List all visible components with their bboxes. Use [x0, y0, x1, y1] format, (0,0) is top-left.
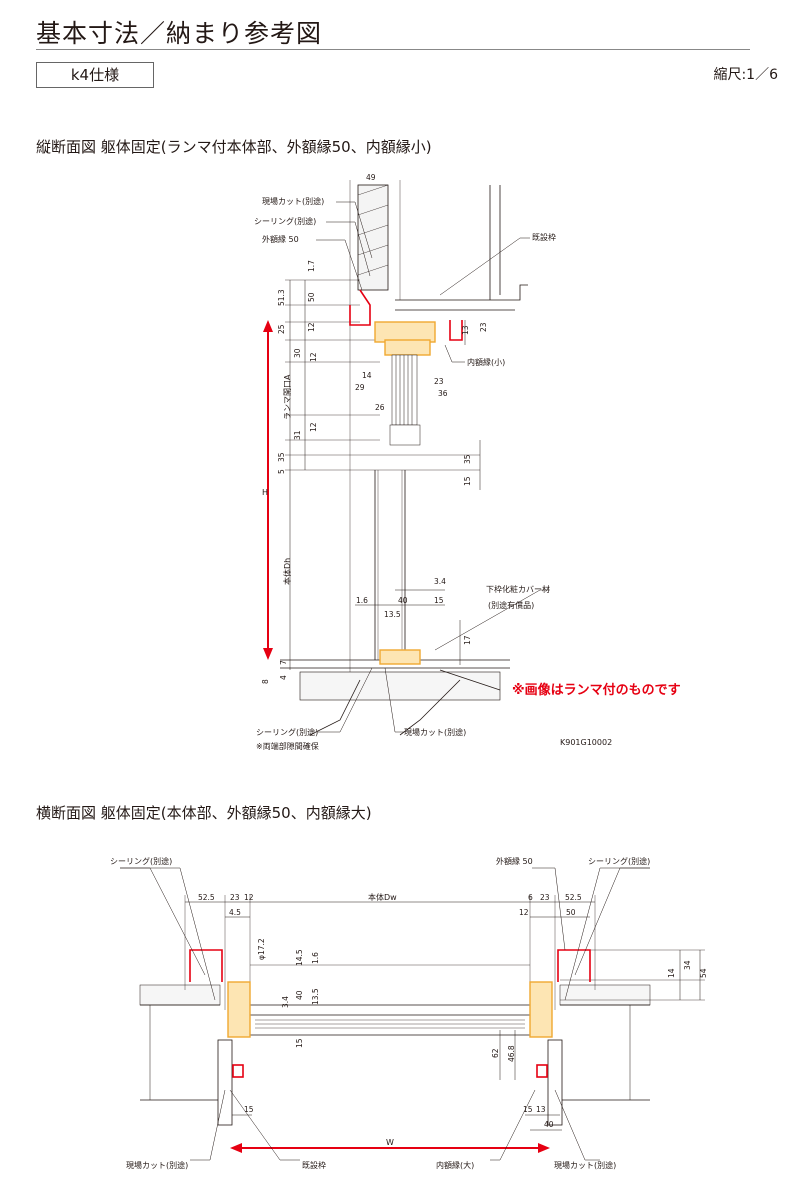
label-outer-frame-h: 外額縁 50 [496, 856, 533, 866]
dim-h-7: 40 [295, 990, 304, 1000]
dim-h-19: 62 [491, 1048, 500, 1058]
dim-v-21: 3.4 [434, 577, 446, 586]
label-genba-cut-bottom: 現場カット(別途) [404, 727, 466, 737]
label-sealing-left: シーリング(別途) [110, 856, 172, 866]
dim-h-15: 50 [566, 908, 576, 917]
dim-v-26: 17 [463, 635, 472, 645]
label-genba-cut-top: 現場カット(別途) [262, 196, 324, 206]
label-inner-frame-small: 内額縁(小) [467, 357, 505, 367]
dim-phi: φ17.2 [257, 938, 266, 960]
dim-h-16: 14 [667, 968, 676, 978]
dim-v-4: 25 [277, 324, 286, 334]
dim-v-9: 29 [355, 383, 365, 392]
label-existing-frame-h: 既設枠 [302, 1160, 326, 1170]
dim-v-19: 15 [463, 476, 472, 486]
dim-v-8: 14 [362, 371, 372, 380]
drawing-code: K901G10002 [560, 738, 612, 747]
dim-h-2: 12 [244, 893, 254, 902]
dim-v-11: 23 [434, 377, 444, 386]
dim-v-23: 40 [398, 596, 408, 605]
dim-v-29: 4 [279, 675, 288, 680]
dim-v-5: 12 [307, 322, 316, 332]
dim-h-0: 52.5 [198, 893, 215, 902]
label-h: H [262, 488, 268, 497]
dim-h-20: 46.8 [507, 1045, 516, 1062]
label-lower-frame-cover: 下枠化粧カバー材 [486, 584, 550, 594]
dim-v-3: 51.3 [277, 289, 286, 306]
dim-v-2: 50 [307, 292, 316, 302]
label-body-dh: 本体Dh [282, 558, 292, 585]
dim-h-12: 23 [540, 893, 550, 902]
dim-h-13: 52.5 [565, 893, 582, 902]
dim-h-10: 15 [244, 1105, 254, 1114]
dim-h-14: 12 [519, 908, 529, 917]
ranma-note: ※画像はランマ付のものです [512, 682, 681, 698]
dim-h-3: 4.5 [229, 908, 241, 917]
dim-h-21: 15 [523, 1105, 533, 1114]
label-sealing-right: シーリング(別途) [588, 856, 650, 866]
dim-v-22: 1.6 [356, 596, 368, 605]
dim-h-5: 1.6 [311, 952, 320, 964]
dim-v-27: 7 [279, 660, 288, 665]
dim-h-23: 40 [544, 1120, 554, 1129]
label-sealing-bottom: シーリング(別途) [256, 727, 318, 737]
title-divider [36, 49, 750, 50]
dim-v-10: 26 [375, 403, 385, 412]
label-ranma-opening: ランマ開口A [283, 374, 292, 420]
dim-v-12: 36 [438, 389, 448, 398]
label-lower-frame-cover-note: (別途有償品) [488, 600, 534, 610]
label-body-dw: 本体Dw [368, 892, 397, 902]
dim-h-1: 23 [230, 893, 240, 902]
label-genba-cut-right: 現場カット(別途) [554, 1160, 616, 1170]
horizontal-section-drawing: シーリング(別途) 外額縁 50 シーリング(別途) 本体Dw W 現場カット(… [110, 856, 708, 1170]
dim-v-1: 1.7 [307, 260, 316, 272]
label-sealing-top: シーリング(別途) [254, 216, 316, 226]
label-existing-frame: 既設枠 [532, 232, 556, 242]
dim-v-15: 31 [293, 430, 302, 440]
dim-v-28: 8 [261, 679, 270, 684]
dim-v-24: 15 [434, 596, 444, 605]
label-outer-frame: 外額縁 50 [262, 234, 299, 244]
dim-v-20: 35 [463, 454, 472, 464]
vertical-section-title: 縦断面図 躯体固定(ランマ付本体部、外額縁50、内額縁小) [36, 138, 432, 156]
dim-h-9: 15 [295, 1038, 304, 1048]
scale-label: 縮尺:1／6 [713, 67, 778, 83]
dim-v-17: 5 [277, 469, 286, 474]
spec-badge: k4仕様 [36, 62, 154, 88]
label-genba-cut-left: 現場カット(別途) [126, 1160, 188, 1170]
dim-h-17: 34 [683, 960, 692, 970]
label-w: W [386, 1138, 394, 1147]
dim-h-4: 14.5 [295, 949, 304, 966]
dim-v-6: 30 [293, 348, 302, 358]
dim-h-8: 13.5 [311, 988, 320, 1005]
dim-v-0: 49 [366, 173, 376, 182]
dim-h-22: 13 [536, 1105, 546, 1114]
dim-h-18: 54 [699, 968, 708, 978]
dim-h-6: 3.4 [281, 996, 290, 1008]
dim-v-25: 13.5 [384, 610, 401, 619]
dim-h-11: 6 [528, 893, 533, 902]
dim-v-7: 12 [309, 352, 318, 362]
horizontal-section-title: 横断面図 躯体固定(本体部、外額縁50、内額縁大) [36, 804, 372, 822]
page-title: 基本寸法／納まり参考図 [36, 19, 323, 48]
label-inner-frame-large: 内額縁(大) [436, 1160, 474, 1170]
label-sealing-bottom-note: ※両端部隙間確保 [256, 741, 319, 751]
dim-v-16: 12 [309, 422, 318, 432]
dim-v-14: 13 [461, 325, 470, 335]
dim-v-18: 35 [277, 452, 286, 462]
vertical-section-drawing: 現場カット(別途) シーリング(別途) 外額縁 50 既設枠 内額縁(小) 下枠… [254, 173, 681, 751]
dim-v-13: 23 [479, 322, 488, 332]
